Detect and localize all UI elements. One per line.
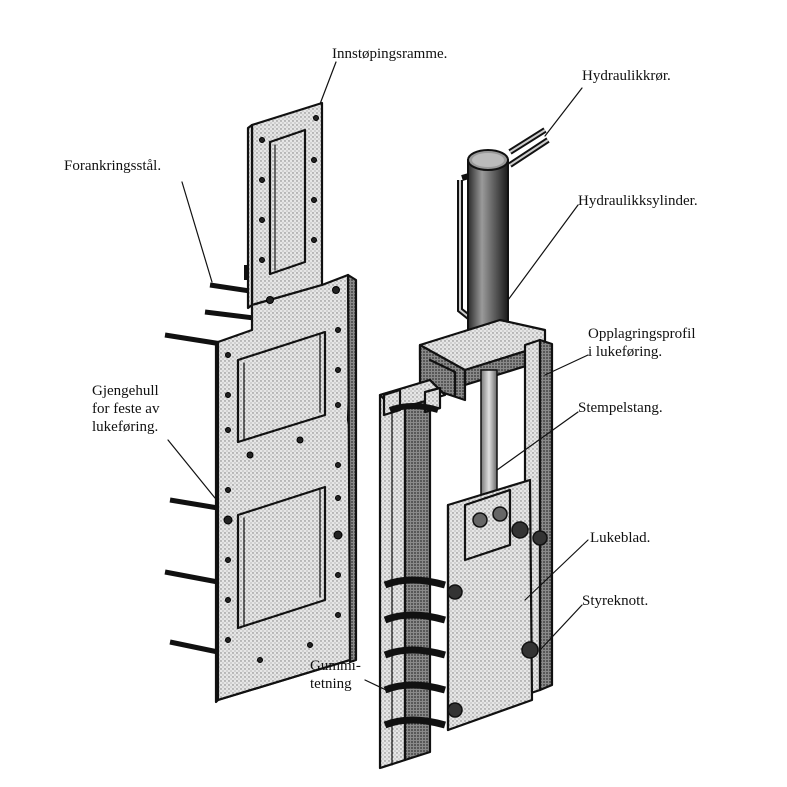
- label-anchor-steel: Forankringsstål.: [64, 158, 161, 174]
- embed-frame: [164, 101, 358, 704]
- label-piston-rod: Stempelstang.: [578, 400, 663, 416]
- label-support-profile-2: i lukeføring.: [588, 344, 662, 360]
- hydraulic-pipes: [457, 127, 550, 321]
- label-rubber-seal-2: tetning: [310, 676, 352, 692]
- label-support-profile-1: Opplagringsprofil: [588, 326, 695, 342]
- label-hydraulic-cylinder: Hydraulikksylinder.: [578, 193, 698, 209]
- label-rubber-seal-1: Gummi-: [310, 658, 361, 674]
- label-threaded-hole-1: Gjengehull: [92, 383, 159, 399]
- rubber-seal-bands: [383, 403, 446, 729]
- leader-lines: [167, 61, 589, 691]
- label-hydraulic-pipe: Hydraulikkrør.: [582, 68, 671, 84]
- labels: Innstøpingsramme. Hydraulikkrør. Forankr…: [64, 46, 698, 692]
- guide-knobs: [447, 521, 548, 718]
- label-guide-knob: Styreknott.: [582, 593, 648, 609]
- gate-assembly: [378, 127, 554, 770]
- label-embed-frame: Innstøpingsramme.: [332, 46, 447, 62]
- label-gate-leaf: Lukeblad.: [590, 530, 650, 546]
- label-threaded-hole-3: lukeføring.: [92, 419, 158, 435]
- label-threaded-hole-2: for feste av: [92, 401, 160, 417]
